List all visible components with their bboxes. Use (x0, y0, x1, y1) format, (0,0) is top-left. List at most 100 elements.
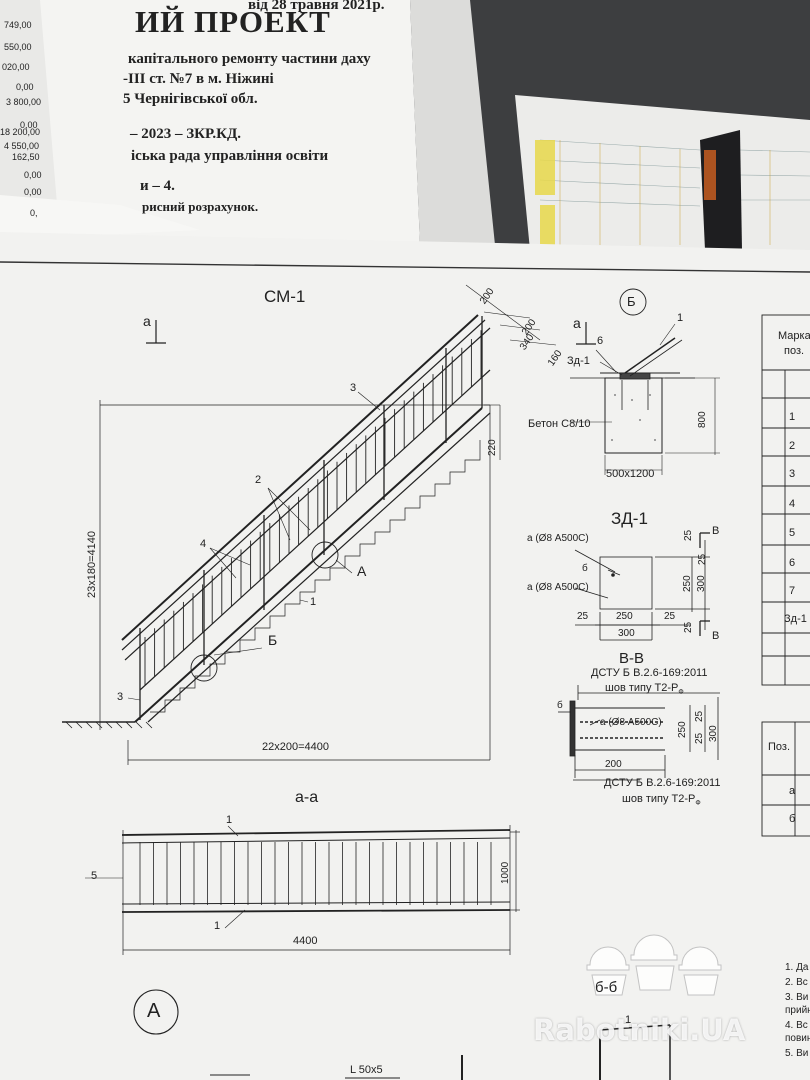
detail-b-pos6: 6 (597, 335, 604, 347)
zd1-dim-250v: 250 (682, 575, 693, 592)
table-row-label: 4 (789, 498, 796, 510)
note-line: прийн (785, 1005, 810, 1016)
cm1-title: СМ-1 (264, 287, 306, 306)
bb-title: б-б (595, 979, 618, 996)
callout-a: А (357, 563, 367, 579)
vv-weld-2: шов типу Т2-РФ (622, 793, 701, 808)
vv-label-a: а (Ø8 А500С) (600, 717, 662, 728)
table-row-label: 5 (789, 527, 796, 539)
aa-pos5: 5 (91, 870, 98, 882)
watermark-text: Rabotniki.UA (533, 1013, 746, 1047)
left-sheet-number: 3 800,00 (6, 97, 42, 107)
table-header-2: поз. (784, 345, 805, 357)
zd1-label-a1: а (Ø8 А500С) (527, 533, 589, 544)
vv-dim-300: 300 (708, 725, 719, 742)
callout-b: Б (268, 632, 278, 648)
table-row-label: 6 (789, 557, 796, 569)
table-row-label: 7 (789, 585, 796, 597)
left-sheet-number: 0,00 (24, 187, 42, 197)
pos-4: 4 (200, 538, 207, 550)
vv-dim-25b: 25 (694, 732, 705, 744)
vv-dim-200: 200 (605, 759, 622, 770)
table2-row-label: б (789, 813, 796, 825)
table-row-label: 2 (789, 440, 796, 452)
aa-pos1-bottom: 1 (214, 920, 221, 932)
vv-weld-1-text: шов типу Т2-Р (605, 682, 679, 694)
left-sheet-number: 749,00 (4, 20, 32, 30)
zd1-dim-300: 300 (618, 628, 635, 639)
pos-2: 2 (255, 474, 262, 486)
doc-line-1: капітального ремонту частини даху (128, 51, 371, 67)
detail-b-a-marker: а (573, 315, 581, 331)
left-sheet-number: 0,00 (16, 82, 34, 92)
table-row-label: Зд-1 (784, 613, 807, 625)
aa-title: а-а (295, 789, 319, 806)
note-line: повин (785, 1033, 810, 1044)
zd1-dim-250: 250 (616, 611, 633, 622)
detail-b-label: Б (627, 294, 636, 309)
doc-title: ИЙ ПРОЕКТ (135, 4, 331, 39)
note-line: 5. Ви (785, 1048, 809, 1059)
zd1-dim-25c: 25 (683, 529, 694, 541)
dim-220: 220 (487, 439, 498, 456)
vv-dstu-2: ДСТУ Б В.2.6-169:2011 (604, 777, 721, 789)
zd1-dim-300v: 300 (696, 575, 707, 592)
left-sheet-number: 4 550,00 (4, 141, 40, 151)
aa-pos1-top: 1 (226, 814, 233, 826)
note-line: 1. Да (785, 962, 809, 973)
doc-line-4: – 2023 – ЗКР.КД. (130, 126, 242, 142)
table-row-label: 3 (789, 468, 796, 480)
vv-weld-1: шов типу Т2-РФ (605, 682, 684, 697)
doc-line-6: и – 4. (140, 178, 175, 194)
pos-1: 1 (310, 596, 317, 608)
zd1-title: ЗД-1 (611, 509, 648, 528)
note-line: 4. Вс (785, 1020, 808, 1031)
doc-line-3: 5 Чернігівської обл. (123, 91, 258, 107)
section-a-marker: а (143, 313, 151, 329)
zd1-dim-25v: 25 (683, 621, 694, 633)
detail-b-dim-500x1200: 500х1200 (606, 468, 655, 480)
aa-dim-4400: 4400 (293, 935, 318, 947)
zd1-label-b: б (582, 563, 588, 574)
detail-a-label: А (147, 1000, 161, 1022)
aa-dim-1000: 1000 (500, 861, 511, 884)
pos-3-bottom: 3 (117, 691, 124, 703)
bb-pos1: 1 (625, 1014, 632, 1026)
doc-date-line: від 28 травня 2021р. (248, 0, 385, 13)
zd1-dim-25b: 25 (664, 611, 676, 622)
zd1-section-b2: В (712, 630, 720, 642)
table2-header: Поз. (768, 741, 790, 753)
table2-row-label: а (789, 785, 796, 797)
zd1-section-b1: В (712, 525, 720, 537)
detail-b-pos1: 1 (677, 312, 684, 324)
dim-length: 22х200=4400 (262, 741, 329, 753)
detail-b-zd1: Зд-1 (567, 355, 590, 367)
doc-line-5: іська рада управління освіти (131, 148, 329, 164)
zd1-dim-25v2: 25 (697, 553, 708, 565)
pos-3: 3 (350, 382, 357, 394)
detail-b-dim-800: 800 (697, 411, 708, 428)
vv-title: В-В (619, 650, 645, 667)
l50-label: L 50х5 (350, 1064, 383, 1076)
left-sheet-number: 550,00 (4, 42, 32, 52)
vv-weld-2-text: шов типу Т2-Р (622, 793, 696, 805)
zd1-label-a2: а (Ø8 А500С) (527, 582, 589, 593)
table-header-1: Марка, (778, 330, 810, 342)
detail-b-concrete: Бетон С8/10 (528, 418, 591, 430)
table-row-label: 1 (789, 411, 796, 423)
dim-height: 23х180=4140 (86, 531, 98, 598)
vv-dim-250: 250 (677, 721, 688, 738)
vv-dim-25a: 25 (694, 710, 705, 722)
left-sheet-number: 0, (30, 208, 38, 218)
vv-label-b: б (557, 700, 563, 711)
left-sheet-number: 0,00 (24, 170, 42, 180)
doc-line-7: рисний розрахунок. (142, 199, 259, 214)
left-sheet-number: 020,00 (2, 62, 30, 72)
left-sheet-number: 0,00 (20, 120, 38, 130)
vv-dstu-1: ДСТУ Б В.2.6-169:2011 (591, 667, 708, 679)
note-line: 3. Ви (785, 992, 809, 1003)
left-sheet-number: 162,50 (12, 152, 40, 162)
note-line: 2. Вс (785, 977, 808, 988)
doc-line-2: -III ст. №7 в м. Ніжині (123, 71, 274, 87)
